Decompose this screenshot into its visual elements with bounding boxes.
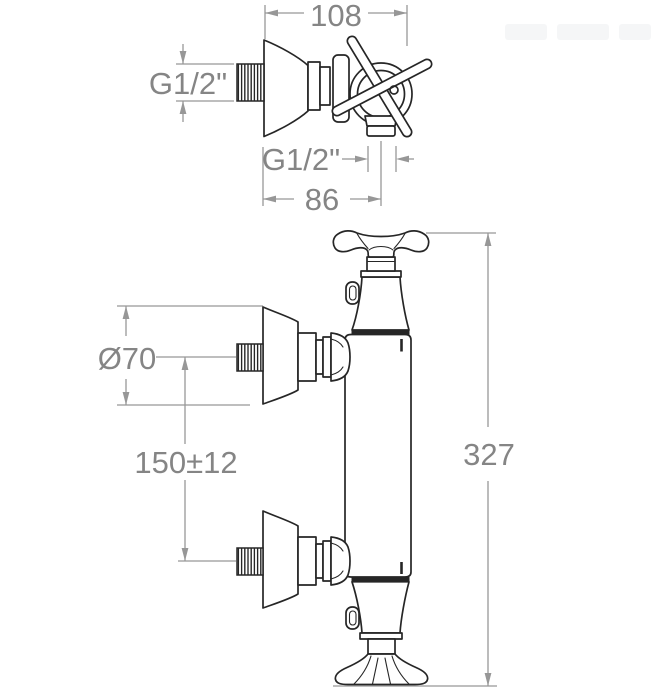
bottom-handle-front [334, 653, 429, 686]
top-handle-front [332, 230, 430, 258]
top-view [236, 35, 433, 138]
upper-cap [332, 230, 430, 335]
upper-escutcheon [262, 306, 299, 405]
lower-inlet-thread [236, 547, 264, 576]
lower-neck [367, 638, 396, 655]
body-column [344, 333, 412, 578]
lower-escutcheon [262, 510, 299, 609]
dim-label-top-width: 108 [310, 0, 362, 33]
upper-neck-flange [360, 270, 402, 278]
lower-neck-flange [359, 632, 403, 640]
upper-elbow [330, 332, 351, 382]
dim-label-wall-to-center: 86 [305, 182, 339, 217]
lower-cap [334, 577, 429, 686]
upper-dark-band [351, 330, 410, 335]
upper-cone [351, 276, 410, 331]
top-handle-screw [389, 85, 399, 95]
lower-dark-band [351, 577, 410, 582]
dim-label-flange-diameter: Ø70 [98, 341, 157, 376]
lower-nut-ring [315, 543, 324, 579]
upper-inlet-thread [236, 343, 264, 372]
upper-nut [297, 332, 317, 382]
top-cross-handle [331, 35, 433, 138]
top-nut-ring [319, 66, 331, 106]
upper-neck [366, 256, 396, 272]
upper-nut-ring [315, 339, 324, 375]
dim-327-lines [333, 232, 497, 687]
upper-lever [345, 281, 360, 305]
lower-cone [351, 580, 410, 634]
dim-inlet-thread-lines [176, 44, 234, 122]
lower-inlet [236, 510, 351, 609]
lower-elbow [330, 536, 351, 586]
dim-label-inlet-spacing: 150±12 [134, 445, 237, 480]
top-outlet-end [366, 125, 396, 137]
upper-nut-ring2 [322, 336, 332, 378]
front-view [236, 230, 430, 686]
dim-70-lines [117, 305, 263, 406]
dimension-labels: 108 G1/2" G1/2" 86 Ø70 150±12 327 [98, 0, 515, 480]
dim-108-lines [264, 5, 408, 46]
top-nut [307, 61, 321, 111]
lower-lever-inner [348, 610, 357, 626]
lower-nut [297, 536, 317, 586]
faint-watermark [505, 24, 651, 40]
upper-lever-inner [348, 285, 357, 301]
dim-label-overall-height: 327 [463, 437, 515, 472]
dim-outlet-and-86-lines [262, 141, 414, 206]
top-inlet-thread [236, 63, 265, 102]
top-escutcheon [263, 39, 309, 138]
dim-label-outlet-thread: G1/2" [262, 142, 340, 177]
lower-lever [345, 606, 360, 630]
dim-150-lines [156, 356, 236, 562]
upper-inlet [236, 306, 351, 405]
dim-label-inlet-thread: G1/2" [149, 66, 227, 101]
dimension-linework [117, 5, 497, 687]
lower-nut-ring2 [322, 540, 332, 582]
